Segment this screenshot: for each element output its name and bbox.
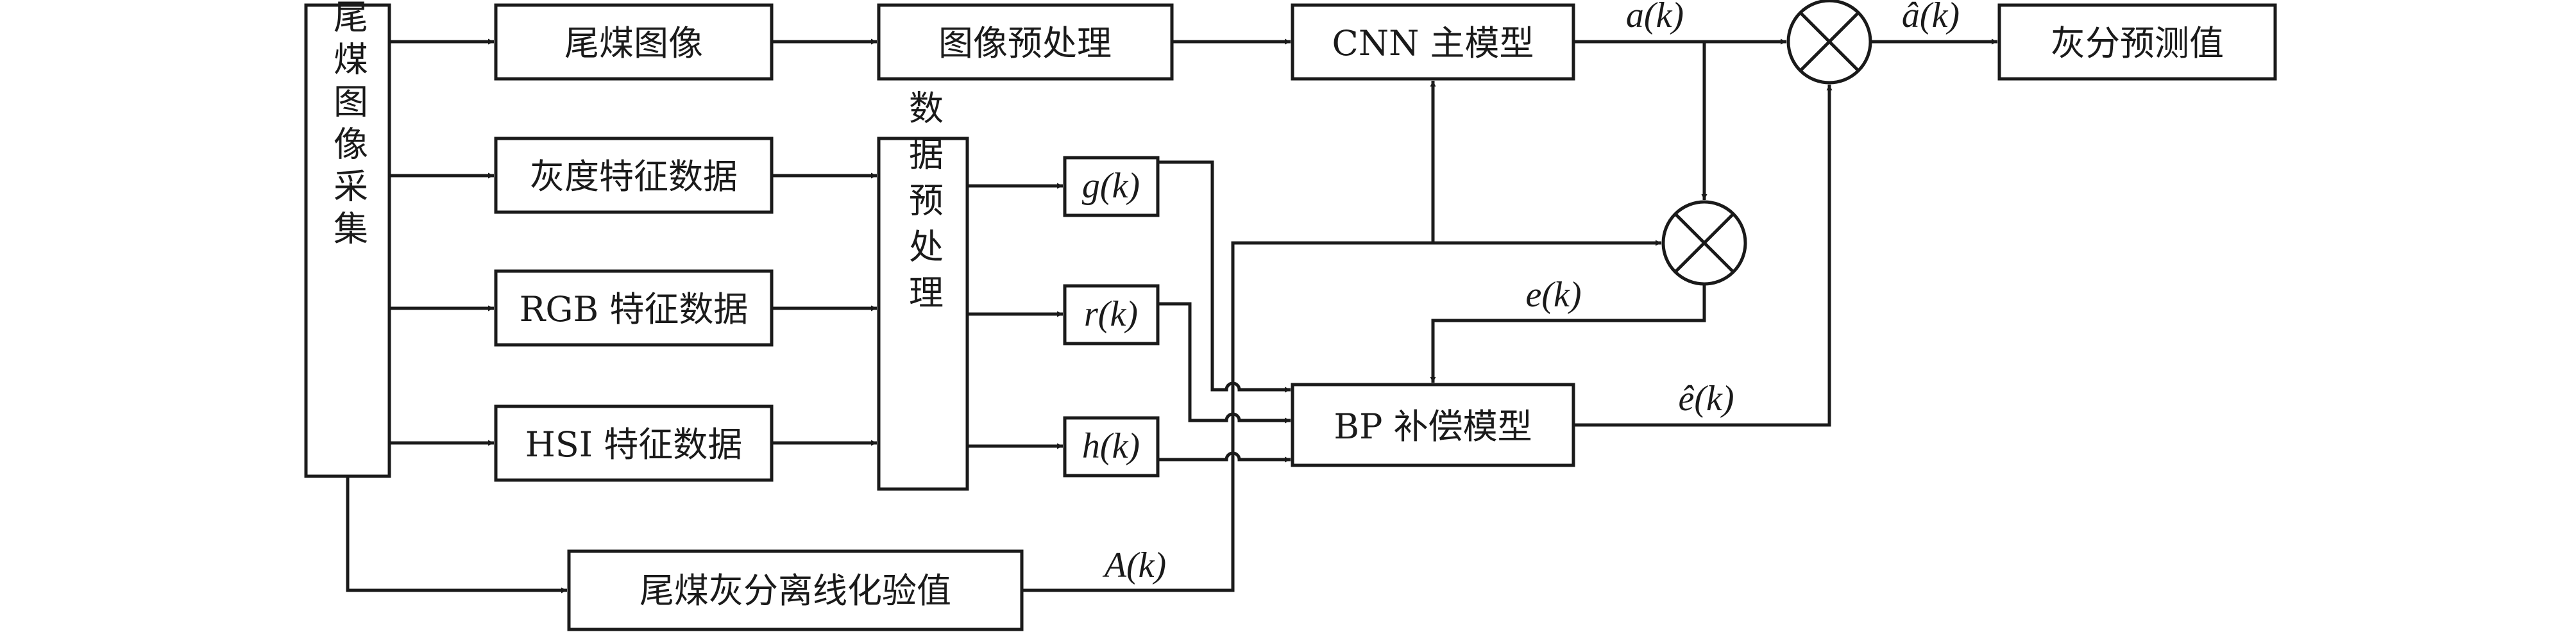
rgb-features-block: RGB 特征数据 — [494, 269, 774, 347]
signal-A-k: A(k) — [1102, 545, 1166, 585]
signal-a-hat-k: â(k) — [1902, 0, 1960, 35]
h-k-block: h(k) — [1063, 416, 1160, 478]
g-k-label: g(k) — [1082, 166, 1140, 206]
image-preprocess-block: 图像预处理 — [877, 3, 1174, 81]
multiplier-junction-top — [1786, 0, 1872, 85]
ash-prediction-label: 灰分预测值 — [2051, 23, 2224, 63]
g-k-block: g(k) — [1063, 156, 1160, 217]
image-preprocess-label: 图像预处理 — [938, 23, 1112, 63]
hsi-features-label: HSI 特征数据 — [525, 424, 743, 465]
wire-e-hat-k — [1573, 85, 1833, 427]
rgb-features-label: RGB 特征数据 — [520, 289, 749, 329]
wire-lab-value-bus — [1022, 240, 1661, 592]
bp-model-label: BP 补偿模型 — [1334, 406, 1532, 447]
data-preprocess-label: 数据预处理 — [903, 90, 944, 320]
gray-features-label: 灰度特征数据 — [530, 156, 738, 197]
signal-e-hat-k: ê(k) — [1678, 379, 1734, 419]
gray-features-block: 灰度特征数据 — [494, 137, 774, 214]
wire-g-to-bp — [1158, 160, 1291, 393]
wire-h-to-bp — [1158, 451, 1291, 463]
tailings-image-block: 尾煤图像 — [494, 3, 774, 81]
signal-a-k: a(k) — [1626, 0, 1684, 35]
r-k-block: r(k) — [1063, 284, 1160, 345]
cnn-model-label: CNN 主模型 — [1332, 23, 1534, 63]
multiplier-junction-middle — [1661, 200, 1747, 286]
arrow-acq-to-lab — [346, 476, 567, 594]
tailings-image-label: 尾煤图像 — [564, 23, 703, 63]
hsi-features-block: HSI 特征数据 — [494, 404, 774, 482]
wire-e-k — [1430, 284, 1706, 383]
wire-r-to-bp — [1158, 302, 1291, 424]
bp-model-block: BP 补偿模型 — [1291, 383, 1575, 467]
ash-prediction-block: 灰分预测值 — [1997, 3, 2277, 81]
lab-value-label: 尾煤灰分离线化验值 — [640, 570, 951, 611]
acquisition-label: 浮选尾煤图像采集 — [328, 0, 368, 253]
r-k-label: r(k) — [1084, 294, 1138, 334]
h-k-label: h(k) — [1082, 426, 1140, 466]
acquisition-block: 浮选尾煤图像采集 — [304, 0, 391, 478]
signal-e-k: e(k) — [1525, 275, 1581, 315]
data-preprocess-block: 数据预处理 — [877, 90, 969, 491]
lab-value-block: 尾煤灰分离线化验值 — [567, 549, 1024, 631]
cnn-model-block: CNN 主模型 — [1291, 3, 1575, 81]
